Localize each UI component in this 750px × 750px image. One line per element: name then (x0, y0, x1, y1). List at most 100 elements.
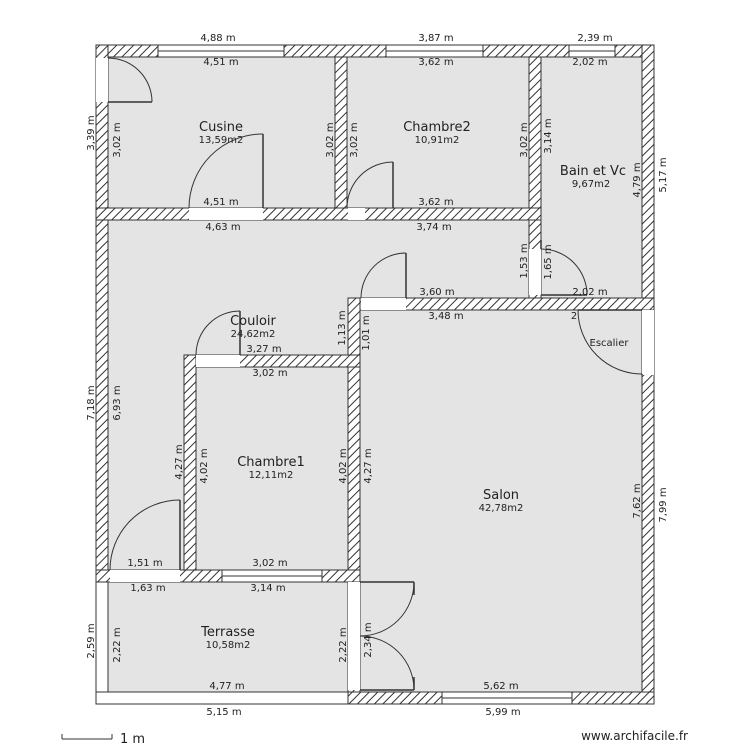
dim-cuisine-inner-bottom: 4,51 m (203, 197, 238, 208)
dim-couloir-bottom-inner: 1,51 m (127, 558, 162, 569)
dim-chambre1-right-outer: 4,27 m (363, 448, 374, 483)
dim-salon-right-inner: 7,62 m (632, 483, 643, 518)
room-area-chambre1: 12,11m2 (249, 470, 294, 481)
dim-chambre1-top: 3,02 m (252, 368, 287, 379)
room-area-chambre2: 10,91m2 (415, 135, 460, 146)
dim-bottom-right-outer: 5,99 m (485, 707, 520, 718)
dim-couloir-top-right: 3,74 m (416, 222, 451, 233)
dim-chambre1-left-outer: 4,27 m (174, 444, 185, 479)
dim-wall-1-65: 1,65 m (543, 244, 554, 279)
dim-left-cuisine-inner: 3,02 m (112, 122, 123, 157)
dim-left-couloir-inner: 6,93 m (112, 385, 123, 420)
dim-left-couloir-outer: 7,18 m (86, 385, 97, 420)
wall-rooms-couloir (95, 207, 542, 221)
room-area-cuisine: 13,59m2 (199, 135, 244, 146)
door-terrasse (109, 499, 181, 571)
dim-bottom-left-outer: 5,15 m (206, 707, 241, 718)
window-cuisine (157, 44, 285, 58)
floor-areas (108, 57, 642, 692)
cuisine-floor (108, 57, 335, 208)
window-salon (441, 691, 573, 705)
dim-couloir-mid: 3,27 m (246, 344, 281, 355)
dim-chambre2-inner-top: 3,62 m (418, 57, 453, 68)
dim-right-salon-outer: 7,99 m (658, 487, 669, 522)
dim-salon-left-lower: 2,34 m (363, 622, 374, 657)
dim-chambre1-right-inner: 4,02 m (338, 448, 349, 483)
dim-chambre1-left-inner: 4,02 m (199, 448, 210, 483)
dim-salon-bottom-inner: 5,62 m (483, 681, 518, 692)
room-area-bain: 9,67m2 (572, 179, 610, 190)
room-labels: Cusine 13,59m2 Chambre2 10,91m2 Bain et … (199, 120, 630, 651)
dim-top-cuisine-outer: 4,88 m (200, 33, 235, 44)
dim-left-cuisine-outer: 3,39 m (86, 115, 97, 150)
windows (157, 44, 616, 705)
door-chambre1 (195, 310, 241, 356)
room-name-cuisine: Cusine (199, 120, 243, 135)
dimension-labels-vertical: 3,39 m 3,02 m 3,02 m 3,02 m 3,02 m 3,14 … (86, 115, 669, 662)
dim-top-chambre2-outer: 3,87 m (418, 33, 453, 44)
dimension-labels-horizontal: 4,88 m 3,87 m 2,39 m 4,51 m 3,62 m 2,02 … (127, 33, 612, 718)
terrasse-edges (95, 581, 349, 705)
dim-wall-1-53: 1,53 m (519, 243, 530, 278)
dim-cuisine-inner-top: 4,51 m (203, 57, 238, 68)
couloir-floor (108, 220, 529, 570)
door-salon (360, 252, 407, 299)
door-cuisine (188, 133, 264, 209)
window-chambre2 (385, 44, 484, 58)
dim-chambre1-bottom-inner: 3,02 m (252, 558, 287, 569)
terrasse-left-edge (95, 581, 109, 693)
dim-chambre2-inner-bottom: 3,62 m (418, 197, 453, 208)
dim-bain-corner: 2 (571, 311, 577, 322)
dim-right-bain-outer: 5,17 m (658, 157, 669, 192)
wall-outer-left (95, 44, 109, 583)
dim-terrasse-right-inner: 2,22 m (338, 627, 349, 662)
dim-bain-right-inner: 4,79 m (632, 162, 643, 197)
dim-salon-top: 3,48 m (428, 311, 463, 322)
dim-chambre2-left-inner: 3,02 m (349, 122, 360, 157)
dim-left-terrasse-outer: 2,59 m (86, 623, 97, 658)
dim-couloir-right-step: 3,60 m (419, 287, 454, 298)
dim-bain-left-inner: 3,14 m (543, 118, 554, 153)
escalier-arc (577, 309, 643, 375)
terrasse-bottom-edge (95, 691, 349, 705)
dim-left-terrasse-inner: 2,22 m (112, 627, 123, 662)
door-chambre2 (346, 161, 394, 209)
dim-bain-inner-bottom: 2,02 m (572, 287, 607, 298)
dim-top-bain-outer: 2,39 m (577, 33, 612, 44)
dim-terrasse-top-left: 1,63 m (130, 583, 165, 594)
room-name-terrasse: Terrasse (200, 625, 255, 640)
bain-floor (541, 57, 642, 298)
room-name-couloir: Couloir (230, 314, 276, 329)
scale-bar: 1 m (61, 732, 145, 747)
wall-cuisine-chambre2 (334, 56, 348, 221)
dim-chambre2-right-inner: 3,02 m (519, 122, 530, 157)
door-swings (107, 57, 643, 691)
room-area-couloir: 24,62m2 (231, 329, 276, 340)
terrasse-floor (108, 582, 348, 692)
dim-wall-1-13: 1,13 m (337, 310, 348, 345)
dim-couloir-top-left: 4,63 m (205, 222, 240, 233)
door-openings (96, 58, 654, 690)
room-area-salon: 42,78m2 (479, 503, 524, 514)
room-name-escalier: Escalier (590, 338, 630, 349)
wall-chambre1-left (183, 354, 197, 583)
door-bain (540, 240, 588, 296)
room-name-chambre1: Chambre1 (237, 455, 305, 470)
door-cuisine-entry (107, 57, 153, 103)
dim-bain-inner-top: 2,02 m (572, 57, 607, 68)
salon-floor (360, 310, 642, 692)
window-bain (568, 44, 616, 58)
room-area-terrasse: 10,58m2 (206, 640, 251, 651)
chambre2-floor (347, 57, 529, 208)
dim-wall-1-01: 1,01 m (361, 315, 372, 350)
dim-cuisine-right-inner: 3,02 m (325, 122, 336, 157)
watermark: www.archifacile.fr (581, 729, 688, 743)
room-name-bain: Bain et Vc (560, 164, 626, 179)
room-name-salon: Salon (483, 488, 519, 503)
window-chambre1 (221, 569, 323, 583)
dim-terrasse-bottom-inner: 4,77 m (209, 681, 244, 692)
chambre1-floor (196, 367, 348, 570)
dim-terrasse-top-right: 3,14 m (250, 583, 285, 594)
